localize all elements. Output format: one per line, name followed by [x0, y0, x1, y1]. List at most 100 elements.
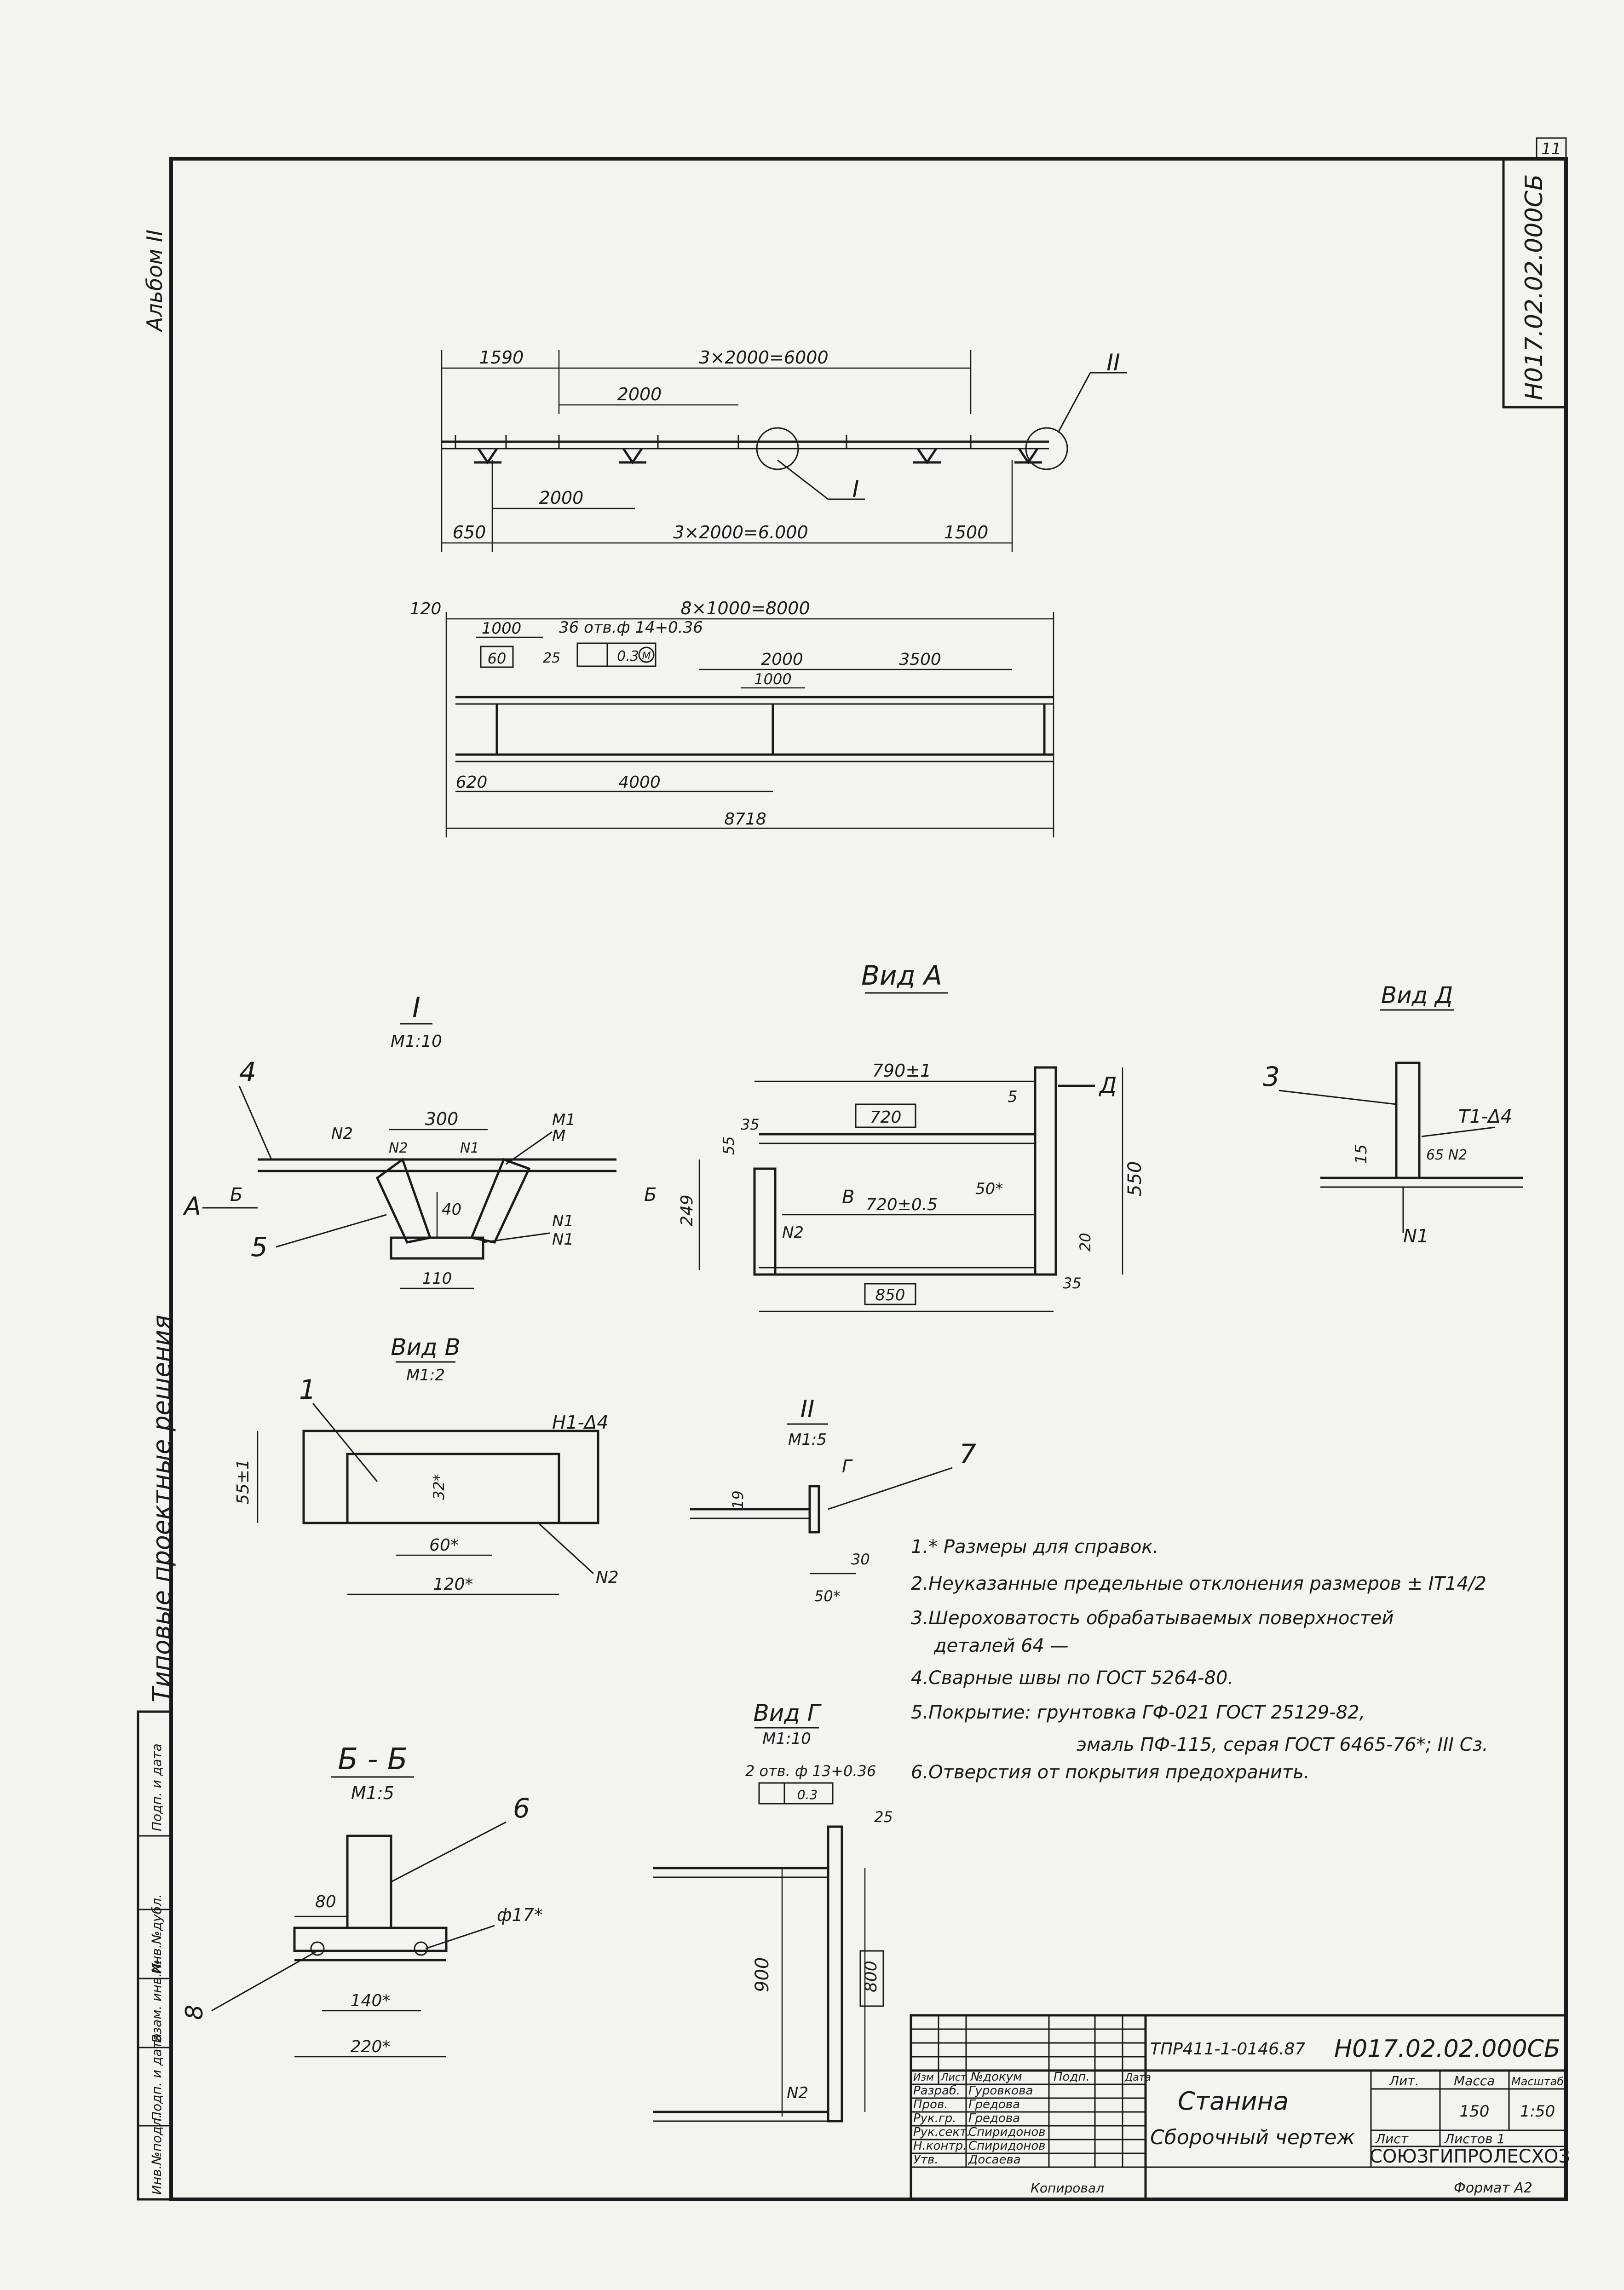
- view-G-scale: М1:10: [762, 1730, 811, 1748]
- note-2: 2.Неуказанные предельные отклонения разм…: [911, 1573, 1486, 1594]
- tb-h-sign: Подп.: [1054, 2070, 1090, 2084]
- tb-sheet: Лист: [1375, 2131, 1409, 2146]
- tb-role-3: Рук.гр.: [913, 2111, 956, 2125]
- outer-frame: [169, 157, 1568, 2201]
- view-A-box-850: 850: [875, 1286, 905, 1304]
- elev-dim-8000: 8×1000=8000: [680, 598, 810, 618]
- view-A-dim-550: 550: [1124, 1161, 1146, 1196]
- view-G-dim-900: 900: [752, 1957, 773, 1992]
- view-A-dim-20: 20: [1077, 1233, 1094, 1252]
- view-V-scale: М1:2: [406, 1366, 445, 1384]
- view-G-tolerance: 0.3: [797, 1787, 818, 1802]
- view-D-title: Вид Д: [1381, 982, 1453, 1009]
- tb-copied: Копировал: [1031, 2180, 1104, 2196]
- side-label: Типовые проектные решения: [147, 1315, 176, 1702]
- view-V-N2: N2: [596, 1568, 619, 1587]
- detail-I-N2b: N2: [389, 1140, 408, 1156]
- technical-notes: 1.* Размеры для справок. 2.Неуказанные п…: [911, 1536, 1488, 1783]
- detail-II-label-7: 7: [959, 1438, 976, 1470]
- note-1: 1.* Размеры для справок.: [911, 1536, 1158, 1557]
- view-G-holes: 2 отв. ф 13+0.36: [745, 1762, 876, 1780]
- elev-dim-3500: 3500: [899, 650, 941, 669]
- view-G-dim-25: 25: [874, 1808, 893, 1826]
- view-V-weld: Н1-Δ4: [552, 1412, 609, 1433]
- view-A-dim-35b: 35: [1063, 1275, 1082, 1292]
- elev-dim-8718: 8718: [724, 810, 766, 829]
- tb-person-1: Гуровкова: [968, 2084, 1033, 2098]
- page-number: 11: [1541, 140, 1561, 158]
- tb-person-4: Спиридонов: [968, 2125, 1046, 2139]
- left-stamp: Инв.№подл. Подп. и дата Взам. инв.№ Инв.…: [137, 1710, 173, 2201]
- tb-scale: 1:50: [1520, 2102, 1555, 2121]
- section-BB-dim-80: 80: [315, 1892, 336, 1911]
- tb-role-5: Н.контр.: [913, 2139, 967, 2153]
- section-BB-title: Б - Б: [338, 1742, 408, 1777]
- elev-dim-25: 25: [543, 650, 560, 666]
- detail-I: I М1:10 4 5 N2 N2 N1 300 М1 М А Б Б 40 N…: [183, 992, 657, 1289]
- view-A-dim-35a: 35: [741, 1116, 760, 1133]
- tb-role-2: Пров.: [913, 2098, 948, 2111]
- sheet-code-rotated: Н017.02.02.000СБ: [1520, 174, 1548, 400]
- plan-view: 1590 3×2000=6000 2000 I II 2000: [441, 347, 1127, 552]
- detail-II: II М1:5 7 Г 19 30 50*: [690, 1396, 976, 1605]
- detail-I-B-left: Б: [230, 1184, 242, 1206]
- note-5: 5.Покрытие: грунтовка ГФ-021 ГОСТ 25129-…: [911, 1702, 1365, 1723]
- plan-dim-2000-bottom: 2000: [539, 488, 584, 508]
- tb-role-6: Утв.: [913, 2153, 939, 2167]
- detail-II-dim-30: 30: [851, 1551, 870, 1568]
- view-A-dim-5: 5: [1008, 1088, 1018, 1106]
- section-BB-dim-140: 140*: [351, 1991, 391, 2010]
- section-BB-hole: ф17*: [497, 1905, 543, 1925]
- detail-I-label-5: 5: [251, 1231, 268, 1263]
- view-V-dim-55: 55±1: [234, 1459, 253, 1505]
- view-V: Вид В М1:2 1 Н1-Δ4 55±1 32* 60* 120* N2: [234, 1334, 619, 1595]
- tb-col-lit: Лит.: [1389, 2073, 1419, 2088]
- note-3: 3.Шероховатость обрабатываемых поверхнос…: [911, 1608, 1394, 1629]
- detail-I-dim-40: 40: [442, 1200, 461, 1219]
- tb-mass: 150: [1460, 2102, 1490, 2121]
- view-A-dim-55: 55: [720, 1136, 737, 1155]
- tb-sheets: Листов 1: [1444, 2131, 1505, 2146]
- tb-doc-type: Сборочный чертеж: [1150, 2126, 1355, 2149]
- tb-h-date: Дата: [1124, 2072, 1151, 2083]
- tb-role-1: Разраб.: [913, 2084, 960, 2098]
- detail-I-N2a: N2: [331, 1125, 353, 1143]
- detail-I-M1: М1: [552, 1111, 576, 1129]
- section-BB-label-6: 6: [513, 1793, 530, 1824]
- tb-project: ТПР411-1-0146.87: [1150, 2040, 1305, 2059]
- elev-dim-4000: 4000: [618, 773, 661, 792]
- view-A: Вид А 790±1 5 Д 720 35 55 В 50* 249 720±…: [678, 960, 1146, 1312]
- detail-I-N1b: N1: [552, 1212, 574, 1230]
- tb-person-5: Спиридонов: [968, 2139, 1046, 2153]
- section-BB-dim-220: 220*: [351, 2037, 391, 2056]
- stamp-inv: Инв.№подл.: [149, 2114, 164, 2195]
- detail-I-dim-300: 300: [425, 1109, 459, 1129]
- detail-II-dim-19: 19: [729, 1490, 747, 1509]
- detail-I-B-right: Б: [644, 1184, 657, 1206]
- stamp-dup: Инв.№дубл.: [149, 1894, 164, 1974]
- tb-person-6: Досаева: [968, 2153, 1021, 2167]
- detail-I-M: М: [552, 1127, 565, 1145]
- note-5b: эмаль ПФ-115, серая ГОСТ 6465-76*; III С…: [1077, 1734, 1488, 1755]
- detail-I-A: А: [183, 1192, 201, 1221]
- view-V-dim-60: 60*: [429, 1536, 459, 1555]
- note-6: 6.Отверстия от покрытия предохранить.: [911, 1762, 1310, 1783]
- tb-col-mass: Масса: [1454, 2073, 1495, 2088]
- detail-I-scale: М1:10: [391, 1032, 442, 1051]
- view-A-box-720: 720: [870, 1108, 902, 1127]
- view-D-65N2: 65 N2: [1426, 1147, 1467, 1163]
- plan-dim-1500: 1500: [944, 522, 989, 542]
- view-A-title: Вид А: [861, 960, 942, 991]
- view-V-title: Вид В: [391, 1334, 461, 1361]
- plan-callout-II: II: [1106, 349, 1120, 376]
- section-BB: Б - Б М1:5 6 80 ф17* 140* 220* 8: [181, 1742, 543, 2058]
- section-BB-scale: М1:5: [351, 1783, 394, 1803]
- detail-I-dim-110: 110: [422, 1269, 452, 1288]
- view-V-label-1: 1: [299, 1374, 316, 1405]
- plan-dim-6000-top: 3×2000=6000: [699, 347, 828, 368]
- detail-I-N1c: N1: [552, 1230, 574, 1249]
- detail-I-label-4: 4: [239, 1056, 256, 1088]
- elev-tolerance: 0.3: [617, 648, 639, 664]
- detail-I-N1a: N1: [460, 1140, 479, 1156]
